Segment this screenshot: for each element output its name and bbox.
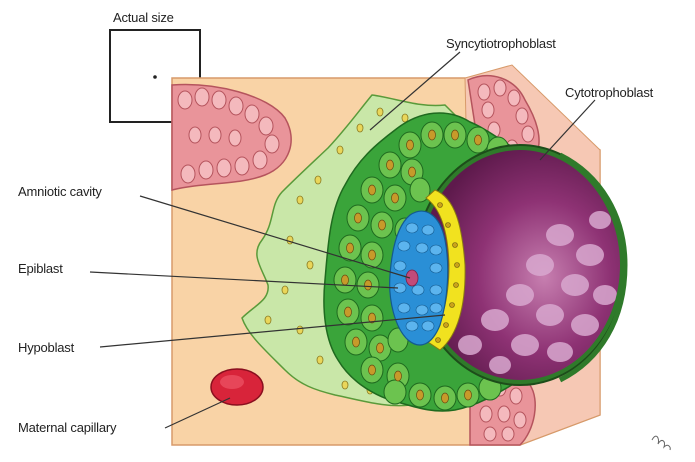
label-cytotrophoblast: Cytotrophoblast xyxy=(565,85,653,100)
artist-signature xyxy=(652,436,670,450)
label-hypoblast: Hypoblast xyxy=(18,340,74,355)
actual-size-dot xyxy=(153,75,157,79)
maternal-capillary xyxy=(211,369,263,405)
amniotic-cavity xyxy=(406,270,418,286)
label-epiblast: Epiblast xyxy=(18,261,63,276)
label-syncytiotrophoblast: Syncytiotrophoblast xyxy=(446,36,556,51)
epiblast xyxy=(390,211,448,345)
label-actual-size: Actual size xyxy=(113,10,174,25)
label-amniotic-cavity: Amniotic cavity xyxy=(18,184,102,199)
label-maternal-capillary: Maternal capillary xyxy=(18,420,116,435)
